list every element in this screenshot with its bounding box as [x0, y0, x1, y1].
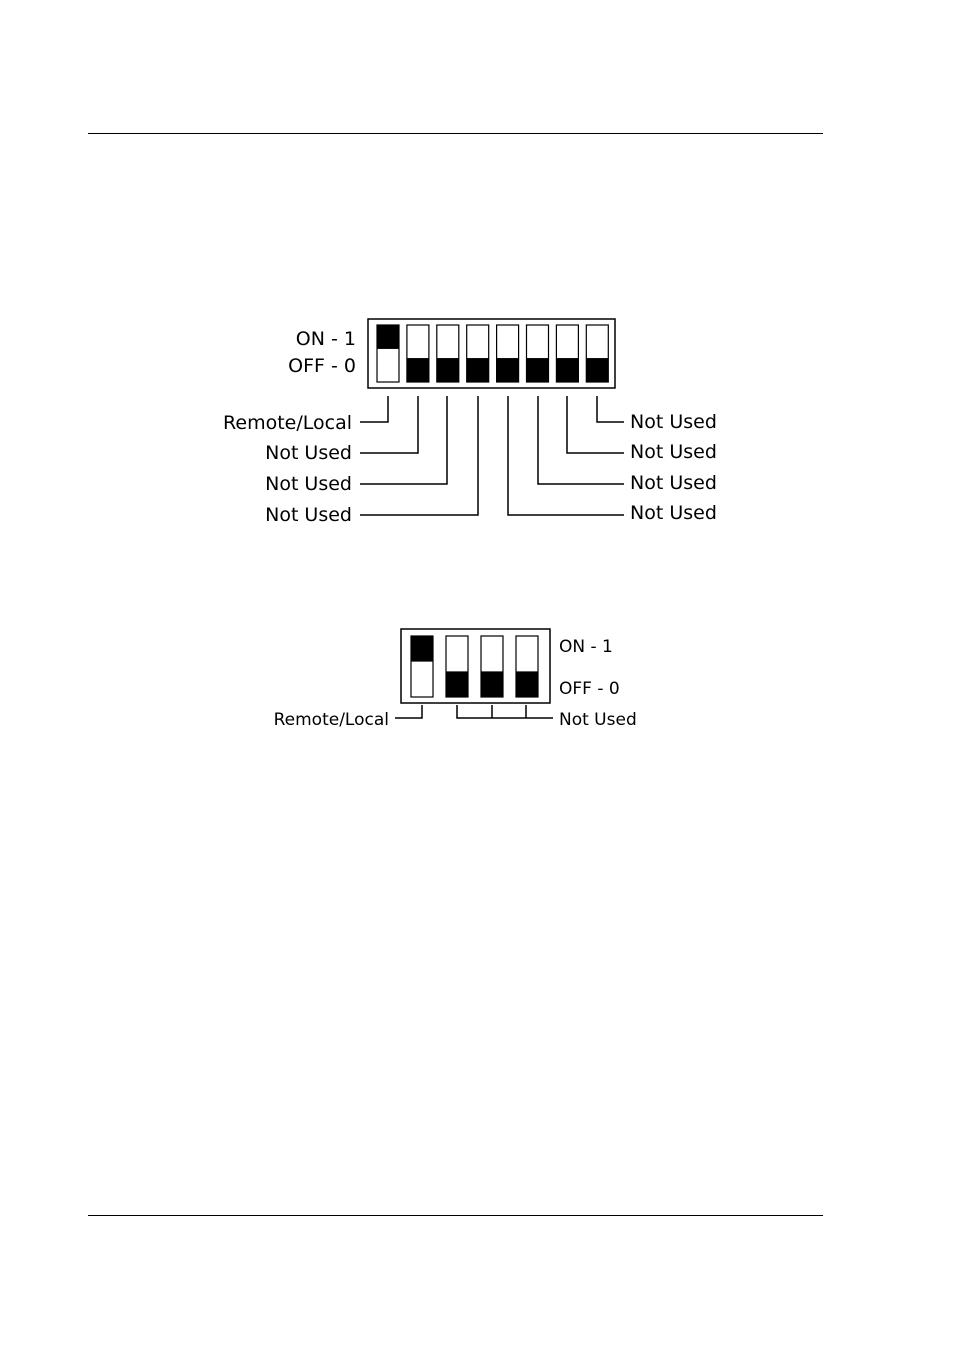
header-rule	[88, 133, 823, 134]
dip4-on-label: ON - 1	[559, 637, 613, 657]
dip8-switch-1-knob	[377, 325, 399, 349]
dip8-right-label-4: Not Used	[630, 502, 717, 524]
dip8-left-label-4: Not Used	[265, 504, 352, 526]
dip8-left-label-3: Not Used	[265, 473, 352, 495]
footer-rule	[88, 1215, 823, 1216]
dip8-switch-5-knob	[496, 358, 519, 382]
dip8-leader-6	[537, 396, 624, 485]
dip8-right-label-1: Not Used	[630, 411, 717, 433]
dip-switch-4-diagram: ON - 1 OFF - 0 Remote/Local Not Used	[274, 628, 637, 730]
dip8-leader-1	[360, 396, 389, 423]
dip8-left-label-1: Remote/Local	[223, 412, 352, 434]
dip8-leader-7	[566, 396, 624, 454]
dip8-leader-5	[507, 396, 624, 516]
dip8-right-label-2: Not Used	[630, 441, 717, 463]
dip4-right-label: Not Used	[559, 710, 637, 730]
dip8-leader-4	[360, 396, 479, 516]
dip8-off-label: OFF - 0	[288, 355, 356, 377]
dip8-switch-6-knob	[526, 358, 549, 382]
dip4-switch-3-knob	[481, 671, 503, 697]
dip8-leader-2	[360, 396, 419, 454]
dip-switch-8-diagram: ON - 1 OFF - 0 Remote/Local Not Used Not…	[223, 318, 717, 526]
dip8-switch-2-knob	[406, 358, 429, 382]
dip8-right-label-3: Not Used	[630, 472, 717, 494]
dip4-switch-1-knob	[411, 636, 433, 662]
dip4-left-label: Remote/Local	[274, 710, 389, 730]
dip4-switch-4-knob	[516, 671, 538, 697]
dip8-switch-3-knob	[436, 358, 459, 382]
dip8-on-label: ON - 1	[296, 328, 356, 350]
dip8-switch-8-knob	[586, 358, 609, 382]
dip4-leader-group	[456, 705, 553, 719]
dip8-left-label-2: Not Used	[265, 442, 352, 464]
dip4-switch-2-knob	[446, 671, 468, 697]
dip8-leader-3	[360, 396, 448, 485]
dip-switch-8-switches	[376, 324, 609, 383]
dip4-leader-1	[395, 705, 423, 719]
dip8-leader-8	[596, 396, 624, 423]
dip8-switch-7-knob	[556, 358, 579, 382]
dip8-switch-4-knob	[466, 358, 489, 382]
dip-switch-4-switches	[410, 635, 539, 698]
dip4-off-label: OFF - 0	[559, 679, 620, 699]
